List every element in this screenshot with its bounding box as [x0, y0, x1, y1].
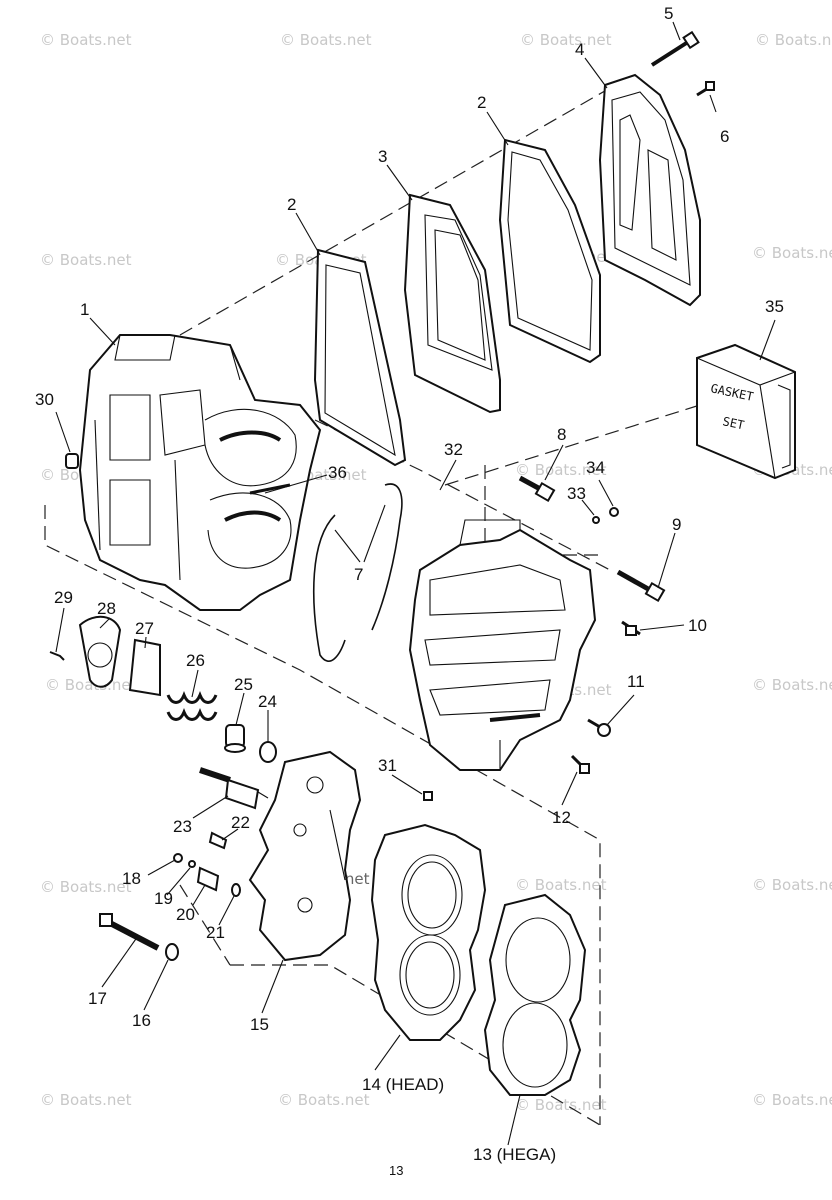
watermark: © Boats.net [755, 31, 832, 49]
leader-lines [55, 21, 776, 1146]
thermostat-gasket [128, 638, 161, 697]
washer-icon [188, 860, 196, 868]
washer-icon [173, 853, 183, 863]
watermark: © Boats.net [752, 244, 832, 262]
watermark: © Boats.net [45, 676, 137, 694]
callout-8: 8 [557, 425, 566, 444]
screw-icon [621, 620, 641, 636]
watermark: © Boats.net [515, 876, 607, 894]
callout-29: 29 [54, 588, 73, 607]
cylinder-head-cover [248, 750, 362, 962]
callout-11: 11 [627, 672, 645, 691]
bolt-icon [208, 831, 228, 850]
page-number: 13 [389, 1163, 403, 1178]
watermark: © Boats.net [752, 1091, 832, 1109]
watermark: © Boats.net [752, 876, 832, 894]
watermark: © Boats.net [40, 251, 132, 269]
callout-2-left: 2 [287, 195, 296, 214]
thermostat-cover [78, 615, 122, 688]
reed-strip [249, 483, 291, 495]
dowel-pin-icon [65, 453, 79, 469]
callout-27: 27 [135, 619, 154, 638]
callout-19: 19 [154, 889, 173, 908]
washer-icon [165, 943, 179, 961]
callout-25: 25 [234, 675, 253, 694]
bolt-icon [650, 30, 700, 67]
callout-20: 20 [176, 905, 195, 924]
gasket-set-box: GASKET SET [696, 343, 796, 480]
thermostat [224, 724, 246, 753]
callout-labels: 1 2 3 2 4 5 6 35 30 36 7 32 8 34 33 9 10… [35, 4, 784, 1164]
callout-1: 1 [80, 300, 89, 319]
callout-7: 7 [354, 565, 363, 584]
callout-21: 21 [206, 923, 225, 942]
temperature-sensor [199, 767, 269, 810]
screw-icon [696, 81, 715, 97]
alignment-lines [44, 87, 701, 1126]
watermark: © Boats.net [278, 1091, 370, 1109]
callout-2-right: 2 [477, 93, 486, 112]
anode-icon [196, 866, 220, 892]
cylinder-head [370, 823, 487, 1041]
callout-26: 26 [186, 651, 205, 670]
callout-24: 24 [258, 692, 277, 711]
callout-17: 17 [88, 989, 107, 1008]
callout-12: 12 [552, 808, 571, 827]
callout-22: 22 [231, 813, 250, 832]
callout-35: 35 [765, 297, 784, 316]
bolt-icon [99, 913, 160, 951]
callout-16: 16 [132, 1011, 151, 1030]
callout-31: 31 [378, 756, 397, 775]
gasket-set-label-line2: SET [721, 414, 745, 432]
watermark: © Boats.net [752, 676, 832, 694]
callout-10: 10 [688, 616, 707, 635]
crankcase [408, 519, 597, 771]
bolt-icon [616, 569, 666, 603]
watermark: © Boats.net [40, 31, 132, 49]
exhaust-cover [598, 73, 701, 307]
washer-icon [259, 741, 277, 763]
exhaust-gasket-left [313, 248, 407, 467]
exhaust-gasket-right [498, 138, 601, 364]
plug-icon [423, 791, 433, 801]
callout-23: 23 [173, 817, 192, 836]
callout-28: 28 [97, 599, 116, 618]
exhaust-divider-plate [403, 193, 501, 414]
callout-9: 9 [672, 515, 681, 534]
callout-32: 32 [444, 440, 463, 459]
watermark: © Boats.net [520, 31, 612, 49]
bolt-icon [49, 651, 65, 661]
callout-36: 36 [328, 463, 347, 482]
callout-6: 6 [720, 127, 729, 146]
fitting-icon [609, 507, 619, 517]
bolt-icon [570, 754, 590, 774]
watermark: © Boats.net [515, 1096, 607, 1114]
callout-15: 15 [250, 1015, 269, 1034]
bolt-icon [587, 718, 611, 737]
callout-30: 30 [35, 390, 54, 409]
thermostat-spring [166, 690, 218, 721]
callout-4: 4 [575, 40, 584, 59]
callout-33: 33 [567, 484, 586, 503]
callout-34: 34 [586, 458, 605, 477]
watermark: © Boats.net [515, 461, 607, 479]
callout-3: 3 [378, 147, 387, 166]
callout-14: 14 (HEAD) [362, 1075, 444, 1094]
watermark: © Boats.net [40, 878, 132, 896]
watermark: © Boats.net [40, 1091, 132, 1109]
seal-strip [312, 483, 403, 662]
bolt-icon [518, 475, 556, 503]
callout-13: 13 (HEGA) [473, 1145, 556, 1164]
washer-icon [231, 883, 241, 897]
cylinder-block [78, 334, 322, 611]
head-gasket [483, 893, 587, 1096]
watermark: © Boats.net [280, 31, 372, 49]
washer-icon [592, 516, 600, 524]
callout-18: 18 [122, 869, 141, 888]
callout-5: 5 [664, 4, 673, 23]
